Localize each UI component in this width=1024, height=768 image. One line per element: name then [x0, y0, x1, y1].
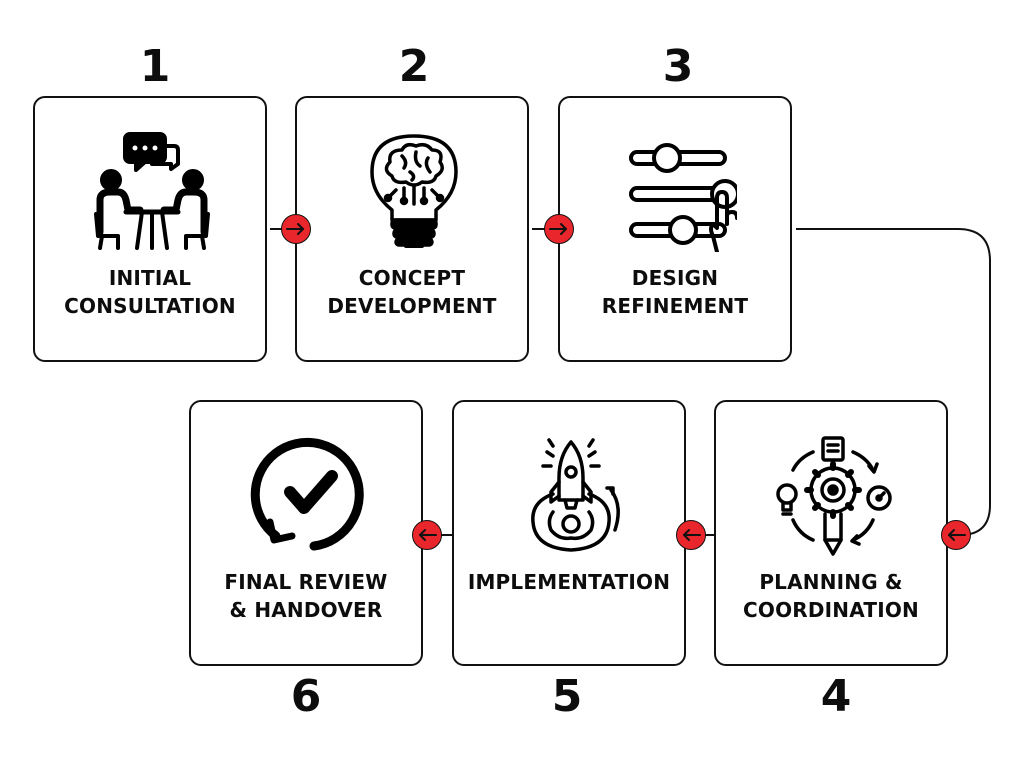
step-number-2: 2 — [398, 41, 430, 92]
step-card-final-review-handover: FINAL REVIEW & HANDOVER — [189, 400, 423, 666]
check-circle-icon — [248, 436, 368, 556]
step-card-planning-coordination: PLANNING & COORDINATION — [714, 400, 948, 666]
step-label: IMPLEMENTATION — [467, 570, 671, 594]
step-label: PLANNING & COORDINATION — [742, 570, 919, 622]
lightbulb-brain-icon — [354, 132, 474, 252]
step-card-design-refinement: DESIGN REFINEMENT — [558, 96, 792, 362]
planning-gear-cycle-icon — [773, 436, 893, 556]
step-card-implementation: IMPLEMENTATION — [452, 400, 686, 666]
step-number-5: 5 — [551, 671, 583, 722]
step-number-6: 6 — [290, 671, 322, 722]
step-number-4: 4 — [820, 671, 852, 722]
arrow-left-icon — [412, 520, 442, 550]
arrow-right-icon — [544, 214, 574, 244]
arrow-right-icon — [281, 214, 311, 244]
rocket-gear-icon — [511, 436, 631, 556]
step-number-3: 3 — [662, 41, 694, 92]
consultation-meeting-icon — [92, 132, 212, 252]
step-label: FINAL REVIEW & HANDOVER — [224, 570, 388, 622]
arrow-left-icon — [676, 520, 706, 550]
step-card-initial-consultation: INITIAL CONSULTATION — [33, 96, 267, 362]
step-card-concept-development: CONCEPT DEVELOPMENT — [295, 96, 529, 362]
sliders-hand-icon — [617, 132, 737, 252]
arrow-left-icon — [941, 520, 971, 550]
step-label: DESIGN REFINEMENT — [601, 266, 749, 318]
step-number-1: 1 — [139, 41, 171, 92]
step-label: CONCEPT DEVELOPMENT — [327, 266, 497, 318]
step-label: INITIAL CONSULTATION — [64, 266, 236, 318]
